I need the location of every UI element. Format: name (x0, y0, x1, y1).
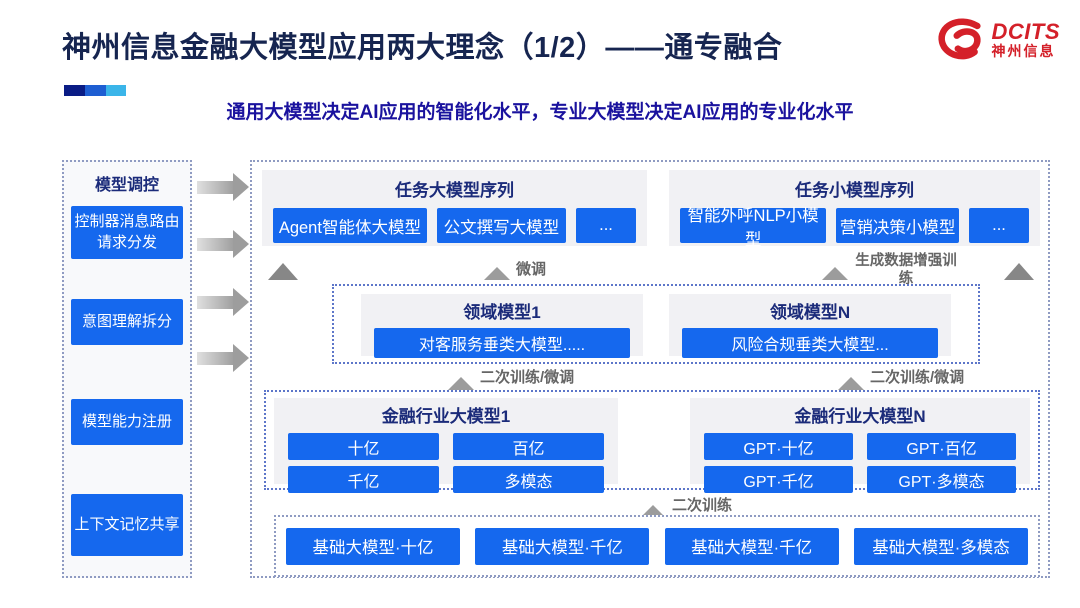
right-arrow-icon (197, 230, 249, 258)
group-title: 任务大模型序列 (395, 181, 514, 200)
label-finetune: 微调 (516, 261, 547, 278)
arrow-head (448, 360, 474, 390)
dcits-logo: DCITS 神州信息 (934, 14, 1061, 66)
group-title: 金融行业大模型1 (381, 407, 511, 426)
right-arrow-icon (197, 288, 249, 316)
button-grid: 十亿 百亿 千亿 多模态 (274, 427, 618, 493)
industry-model-n-group: 金融行业大模型N GPT·十亿 GPT·百亿 GPT·千亿 GPT·多模态 (690, 398, 1030, 493)
arrow-head (233, 288, 249, 316)
node-ellipsis: ... (576, 208, 636, 243)
node-gpt-1b: GPT·十亿 (704, 433, 853, 460)
sidebar-model-control: 模型调控 控制器消息路由请求分发 意图理解拆分 模型能力注册 上下文记忆共享 (62, 160, 192, 578)
up-arrow-icon (448, 360, 474, 394)
accent-segment-light (106, 85, 126, 96)
arrow-shaft (197, 180, 233, 194)
node-scale-10b: 百亿 (453, 433, 604, 460)
sidebar-item-capability-register: 模型能力注册 (71, 399, 183, 445)
label-data-augment-training: 生成数据增强训练 (855, 253, 957, 288)
logo-brand: DCITS (991, 19, 1060, 45)
node-base-model-multimodal: 基础大模型·多模态 (853, 527, 1028, 565)
button-row: 智能外呼NLP小模型 营销决策小模型 ... (669, 201, 1040, 249)
node-customer-service-vertical-model: 对客服务垂类大模型..... (374, 328, 630, 358)
industry-model-box: 金融行业大模型1 十亿 百亿 千亿 多模态 金融行业大模型N GPT·十亿 GP… (264, 390, 1040, 493)
arrow-shaft (197, 295, 233, 309)
label-retrain-finetune-left: 二次训练/微调 (480, 369, 575, 386)
node-ellipsis: ... (969, 208, 1029, 243)
up-arrow-icon (822, 250, 848, 284)
industry-model-1-group: 金融行业大模型1 十亿 百亿 千亿 多模态 (274, 398, 618, 493)
node-outbound-nlp-model: 智能外呼NLP小模型 (680, 207, 827, 249)
node-gpt-100b: GPT·千亿 (704, 466, 853, 493)
node-agent-large-model: Agent智能体大模型 (273, 208, 427, 243)
node-marketing-decision-model: 营销决策小模型 (836, 208, 959, 243)
page-title: 神州信息金融大模型应用两大理念（1/2）——通专融合 (62, 32, 783, 64)
up-arrow-tall-icon (268, 246, 298, 391)
arrow-head (233, 230, 249, 258)
sidebar-title: 模型调控 (94, 177, 159, 194)
sidebar-item-controller-routing: 控制器消息路由请求分发 (71, 206, 183, 259)
node-multimodal: 多模态 (453, 466, 604, 493)
label-retrain-finetune-right: 二次训练/微调 (870, 369, 965, 386)
arrow-head (268, 246, 298, 280)
arrow-head (822, 250, 848, 280)
arrow-head (1004, 246, 1034, 280)
subtitle: 通用大模型决定AI应用的智能化水平，专业大模型决定AI应用的专业化水平 (226, 102, 854, 123)
button-row: Agent智能体大模型 公文撰写大模型 ... (262, 201, 647, 243)
group-title: 金融行业大模型N (794, 407, 926, 426)
arrow-head (233, 173, 249, 201)
node-scale-100b: 千亿 (288, 466, 439, 493)
up-arrow-tall-icon (1004, 246, 1034, 391)
base-model-box: 基础大模型·十亿 基础大模型·千亿 基础大模型·千亿 基础大模型·多模态 (274, 515, 1040, 577)
arrow-head (233, 344, 249, 372)
right-arrow-icon (197, 173, 249, 201)
node-scale-1b: 十亿 (288, 433, 439, 460)
node-base-model-100b-a: 基础大模型·千亿 (475, 527, 650, 565)
up-arrow-icon (838, 360, 864, 394)
accent-segment-dark (64, 85, 85, 96)
domain-model-box: 领域模型1 对客服务垂类大模型..... 领域模型N 风险合规垂类大模型... (332, 284, 980, 364)
button-grid: GPT·十亿 GPT·百亿 GPT·千亿 GPT·多模态 (690, 427, 1030, 493)
arrow-shaft (197, 237, 233, 251)
logo-text: DCITS 神州信息 (992, 20, 1061, 60)
node-document-writing-model: 公文撰写大模型 (436, 208, 566, 243)
group-title: 任务小模型序列 (795, 181, 914, 200)
task-large-model-group: 任务大模型序列 Agent智能体大模型 公文撰写大模型 ... (262, 170, 647, 246)
domain-model-n-group: 领域模型N 风险合规垂类大模型... (669, 294, 951, 358)
arrow-shaft (197, 351, 233, 365)
accent-segment-mid (85, 85, 106, 96)
sidebar-item-intent-split: 意图理解拆分 (71, 299, 183, 345)
label-retrain: 二次训练 (672, 497, 733, 514)
arrow-head (484, 250, 510, 280)
group-title: 领域模型N (769, 303, 851, 322)
node-base-model-1b: 基础大模型·十亿 (286, 527, 460, 565)
node-gpt-multimodal: GPT·多模态 (867, 466, 1016, 493)
right-arrow-icon (197, 344, 249, 372)
arrow-head (640, 488, 666, 518)
model-architecture-panel: 任务大模型序列 Agent智能体大模型 公文撰写大模型 ... 任务小模型序列 … (250, 160, 1050, 578)
node-risk-compliance-vertical-model: 风险合规垂类大模型... (682, 328, 938, 358)
node-base-model-100b-b: 基础大模型·千亿 (664, 527, 839, 565)
node-gpt-10b: GPT·百亿 (867, 433, 1016, 460)
sidebar-item-context-memory: 上下文记忆共享 (71, 494, 183, 556)
up-arrow-icon (484, 250, 510, 284)
arrow-head (838, 360, 864, 390)
domain-model-1-group: 领域模型1 对客服务垂类大模型..... (361, 294, 643, 358)
dcits-swoosh-icon (938, 18, 981, 60)
group-title: 领域模型1 (463, 303, 541, 322)
title-accent-bar (64, 85, 126, 96)
task-small-model-group: 任务小模型序列 智能外呼NLP小模型 营销决策小模型 ... (669, 170, 1040, 249)
task-model-row: 任务大模型序列 Agent智能体大模型 公文撰写大模型 ... 任务小模型序列 … (262, 170, 1040, 249)
logo-company: 神州信息 (991, 43, 1056, 60)
